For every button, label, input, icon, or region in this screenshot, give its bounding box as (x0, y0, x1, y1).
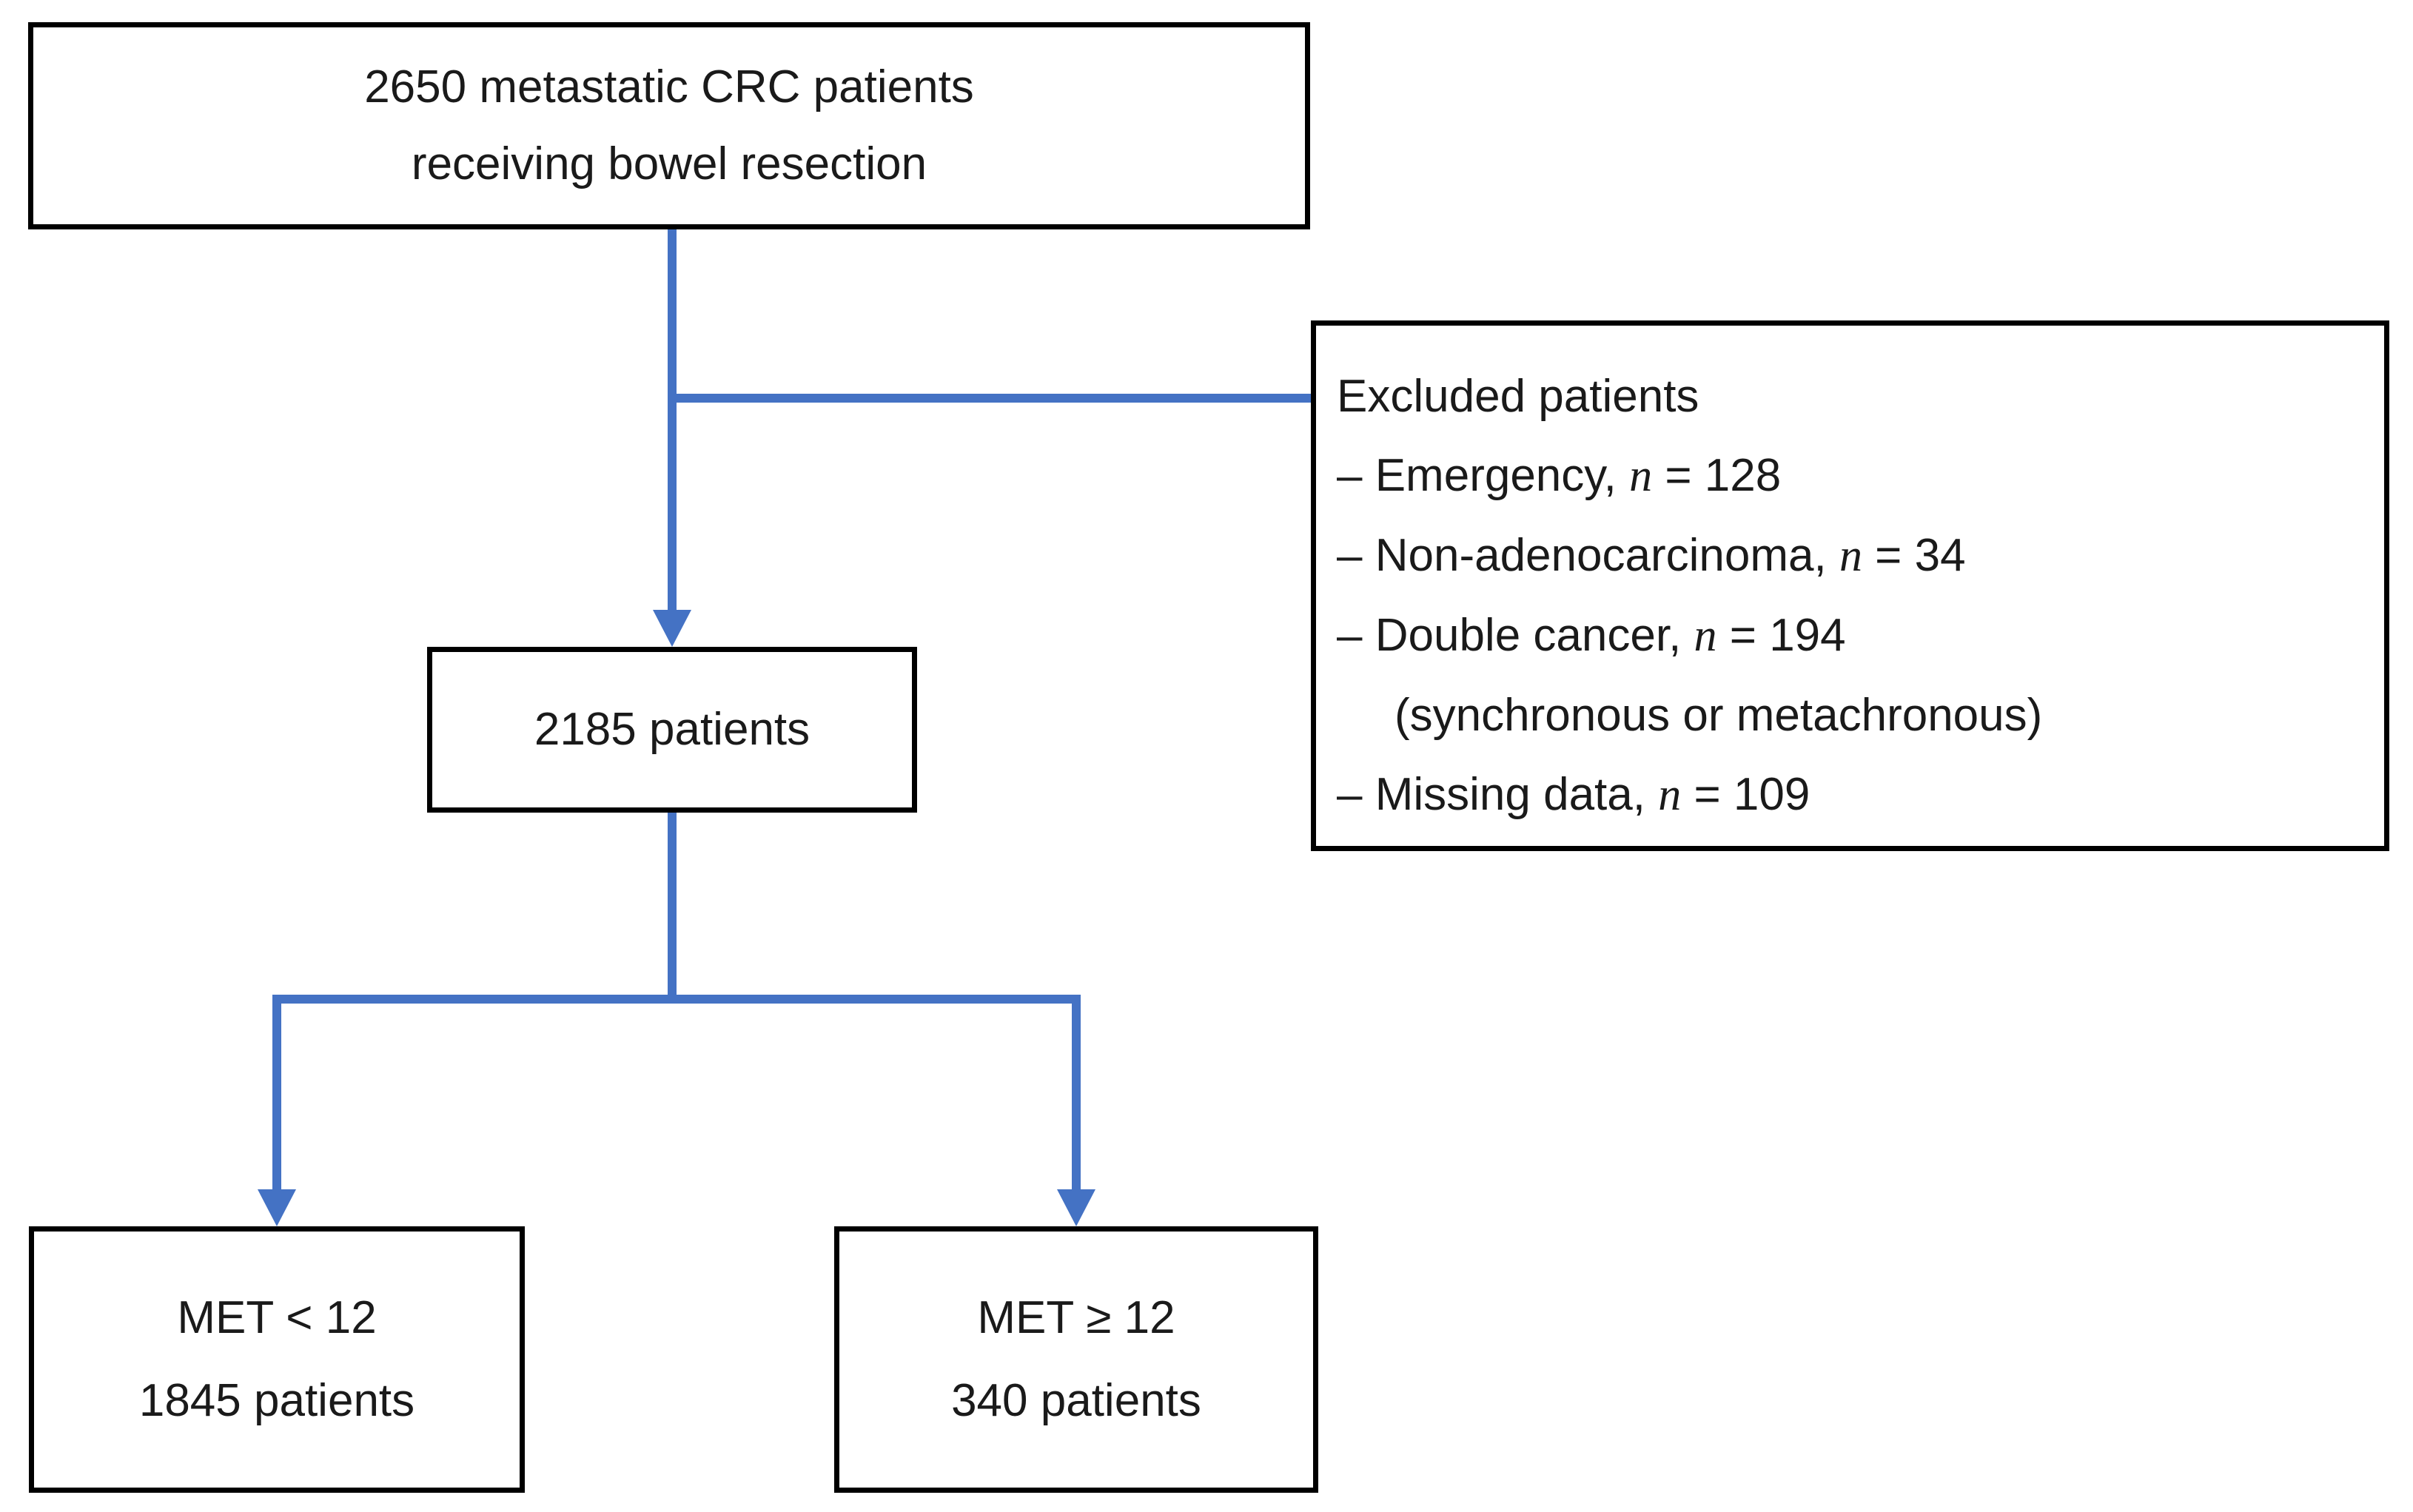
math-var-n: n (1839, 531, 1862, 581)
line-cohort-to-branch (668, 813, 677, 999)
excluded-item-count: = 194 (1716, 610, 1846, 661)
excluded-item-text: – Missing data, (1337, 769, 1659, 820)
branch-horizontal-line (272, 995, 1081, 1004)
cohort-box-label: 2185 patients (534, 704, 811, 755)
met-high-line1: MET ≥ 12 (977, 1292, 1175, 1343)
met-low-line2: 1845 patients (138, 1375, 415, 1426)
excluded-box-title: Excluded patients (1337, 371, 1699, 422)
excluded-item-double-cancer: – Double cancer, n = 194 (1337, 596, 2365, 676)
excluded-patients-box: Excluded patients – Emergency, n = 128 –… (1311, 320, 2389, 851)
top-box-line2: receiving bowel resection (411, 138, 927, 189)
met-low-box: MET < 12 1845 patients (29, 1226, 525, 1493)
branch-line-left (272, 995, 281, 1193)
arrowhead-into-met-low (258, 1189, 296, 1226)
excluded-item-double-cancer-note: (synchronous or metachronous) (1395, 690, 2043, 741)
arrowhead-into-met-high (1057, 1189, 1095, 1226)
top-box-line1: 2650 metastatic CRC patients (364, 61, 974, 112)
met-high-box: MET ≥ 12 340 patients (834, 1226, 1318, 1493)
arrowhead-into-cohort (653, 610, 691, 647)
cohort-box: 2185 patients (427, 647, 917, 813)
met-low-line1: MET < 12 (177, 1292, 377, 1343)
excluded-item-count: = 109 (1681, 769, 1810, 820)
math-var-n: n (1629, 451, 1653, 501)
excluded-item-count: = 34 (1862, 530, 1966, 581)
met-high-line2: 340 patients (951, 1375, 1201, 1426)
branch-line-right (1072, 995, 1081, 1193)
top-box-total-patients: 2650 metastatic CRC patients receiving b… (28, 22, 1310, 229)
connector-line-to-excluded (668, 394, 1311, 403)
arrow-line-top-to-cohort (668, 229, 677, 614)
math-var-n: n (1658, 770, 1682, 820)
excluded-item-missing-data: – Missing data, n = 109 (1337, 755, 2365, 835)
math-var-n: n (1694, 611, 1717, 661)
excluded-item-count: = 128 (1652, 450, 1782, 501)
excluded-item-text: – Non-adenocarcinoma, (1337, 530, 1839, 581)
excluded-item-text: – Double cancer, (1337, 610, 1694, 661)
excluded-item-text: – Emergency, (1337, 450, 1630, 501)
excluded-item-emergency: – Emergency, n = 128 (1337, 436, 2365, 516)
excluded-item-non-adenocarcinoma: – Non-adenocarcinoma, n = 34 (1337, 516, 2365, 596)
